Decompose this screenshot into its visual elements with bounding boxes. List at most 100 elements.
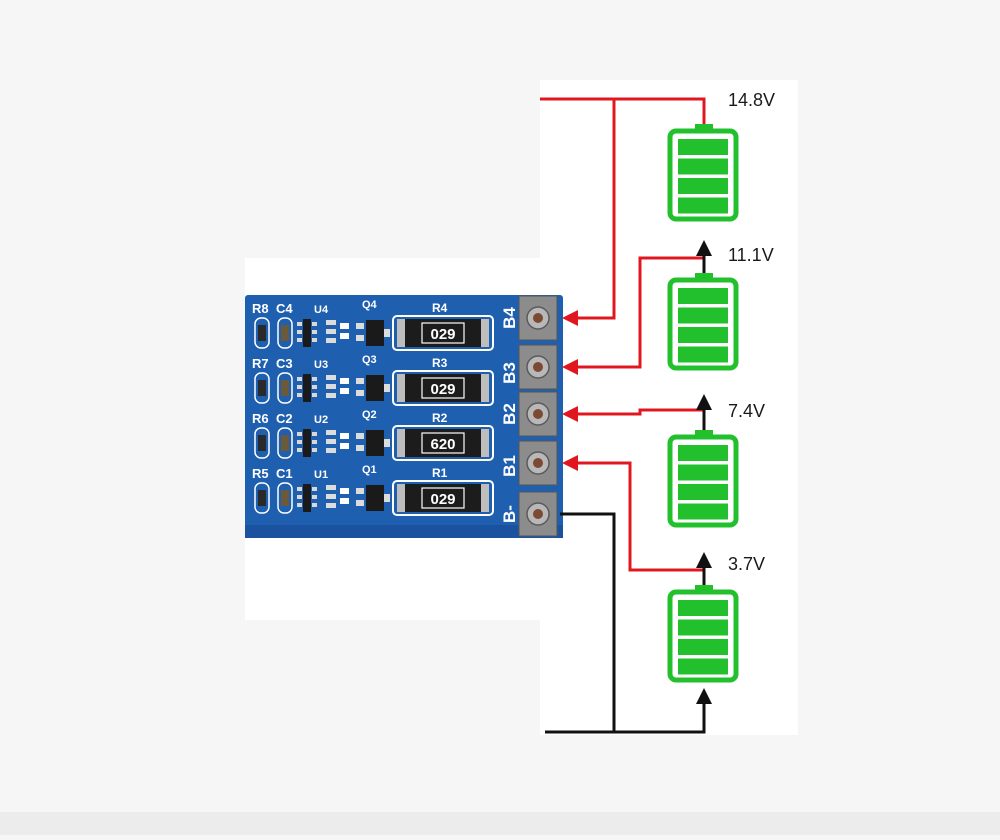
transistor-pin (384, 439, 390, 447)
resistor-outline (392, 480, 494, 516)
res-label: R1 (432, 466, 448, 480)
pcb-row: R7 C3 U3 Q3 R3 B3 029 (252, 354, 519, 398)
pad (326, 503, 336, 508)
battery-cell-bar (678, 197, 728, 214)
terminal-pin (533, 362, 543, 372)
battery-terminal-cap (695, 124, 713, 132)
r-label: R8 (252, 301, 269, 316)
q-label: Q2 (362, 409, 377, 421)
r-label: R7 (252, 356, 269, 371)
battery-terminal-cap (695, 585, 713, 593)
voltage-label-0: 14.8V (728, 90, 775, 110)
c-label: C1 (276, 466, 293, 481)
wire-b3 (578, 256, 704, 369)
transistor-pin (356, 335, 364, 341)
ic-pin (312, 377, 317, 381)
ic-pin (297, 503, 302, 507)
transistor (366, 375, 384, 401)
resistor-outline (392, 425, 494, 461)
pad (340, 333, 349, 339)
res-code: 029 (430, 381, 455, 398)
transistor-pin (356, 323, 364, 329)
resistor-outline (392, 315, 494, 351)
pad (326, 430, 336, 435)
pad (340, 433, 349, 439)
arrow-head-icon (562, 455, 578, 471)
res-label: R2 (432, 411, 448, 425)
resistor-code-frame (421, 487, 465, 509)
battery-cell-bar (678, 346, 728, 363)
ic-pin (297, 330, 302, 334)
pcb-bottom-edge (245, 525, 563, 538)
small-resistor (258, 380, 266, 396)
pcb-row-parts (254, 480, 494, 516)
pad (326, 338, 336, 343)
battery-cell-bar (678, 464, 728, 481)
pcb-board (245, 295, 563, 538)
resistor-end-cap (481, 374, 489, 402)
voltage-label-1: 11.1V (728, 245, 774, 265)
ic-pin (312, 432, 317, 436)
u-label: U1 (314, 469, 328, 481)
resistor-end-cap (397, 429, 405, 457)
terminal-label: B2 (500, 403, 519, 425)
ic-pin (312, 338, 317, 342)
terminal-label: B4 (500, 307, 519, 329)
ic-pin (297, 487, 302, 491)
ic-pin (312, 487, 317, 491)
pcb-substrate (245, 295, 563, 538)
pad (340, 388, 349, 394)
pcb-row: R6 C2 U2 Q2 R2 B2 620 (252, 403, 519, 453)
ic-pin (297, 440, 302, 444)
wire-positive-top (540, 97, 706, 124)
ic-chip (303, 429, 311, 457)
pcb-row-parts (254, 370, 494, 406)
c-label: C4 (276, 301, 293, 316)
ic-pin (312, 322, 317, 326)
screw-terminal-icon (518, 295, 558, 341)
r-label: R6 (252, 411, 269, 426)
transistor-pin (356, 390, 364, 396)
capacitor (281, 490, 289, 506)
arrow-head-icon (562, 310, 578, 326)
transistor-pin (356, 378, 364, 384)
res-code: 029 (430, 326, 455, 343)
battery-cell-bar (678, 288, 728, 304)
small-resistor (258, 435, 266, 451)
wire-b2 (578, 408, 704, 416)
battery-icon (667, 273, 739, 371)
capacitor-outline (277, 372, 293, 404)
pad (340, 488, 349, 494)
pad (340, 443, 349, 449)
pad (326, 448, 336, 453)
c-label: C3 (276, 356, 293, 371)
transistor (366, 320, 384, 346)
resistor-end-cap (481, 319, 489, 347)
small-resistor-outline (254, 317, 270, 349)
ic-chip (303, 484, 311, 512)
battery-cell-bar (678, 484, 728, 500)
wire-b1 (578, 461, 704, 572)
capacitor-outline (277, 427, 293, 459)
resistor-body (405, 429, 481, 457)
ic-pin (297, 495, 302, 499)
negative-terminal-label: B- (500, 505, 519, 523)
c-label: C2 (276, 411, 293, 426)
resistor-outline (392, 370, 494, 406)
resistor-end-cap (397, 319, 405, 347)
resistor-end-cap (481, 429, 489, 457)
res-label: R4 (432, 301, 448, 315)
pcb-row: R5 C1 U1 Q1 R1 B1 029 (252, 455, 519, 508)
capacitor-outline (277, 482, 293, 514)
ic-pin (312, 503, 317, 507)
transistor (366, 485, 384, 511)
arrow-head-icon (696, 394, 712, 410)
small-resistor (258, 490, 266, 506)
capacitor (281, 380, 289, 396)
transistor-pin (356, 433, 364, 439)
pad (326, 375, 336, 380)
battery-cell-bar (678, 639, 728, 655)
small-resistor (258, 325, 266, 341)
transistor-pin (356, 445, 364, 451)
